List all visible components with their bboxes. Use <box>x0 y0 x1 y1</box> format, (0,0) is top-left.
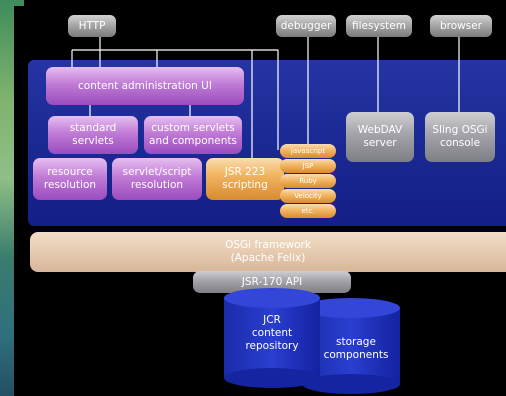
jsr223-line1: JSR 223 <box>224 166 266 178</box>
content-administration-ui-label: content administration UI <box>78 79 212 92</box>
sling-osgi-console-line1: Sling OSGi <box>432 124 488 136</box>
language-velocity: Velocity <box>280 189 336 203</box>
jcr-repository-label: JCR content repository <box>232 314 312 353</box>
standard-servlets-line2: servlets <box>72 135 114 147</box>
webdav-server-box: WebDAV server <box>346 112 414 162</box>
jsr170-api-box: JSR-170 API <box>193 271 351 293</box>
storage-line1: storage <box>336 336 376 348</box>
browser-tab: browser <box>430 15 492 37</box>
language-etc: etc. <box>280 204 336 218</box>
http-tab: HTTP <box>68 15 116 37</box>
servlet-script-resolution-line2: resolution <box>130 179 184 191</box>
resource-resolution-line2: resolution <box>43 179 97 191</box>
filesystem-tab: filesystem <box>346 15 412 37</box>
language-jsp: JSP <box>280 159 336 173</box>
servlet-script-resolution-box: servlet/script resolution <box>112 158 202 200</box>
http-label: HTTP <box>78 20 106 32</box>
jcr-line2: content <box>251 327 293 339</box>
storage-line2: components <box>323 349 389 361</box>
language-javascript: javascript <box>280 144 336 158</box>
webdav-line1: WebDAV <box>357 124 403 136</box>
osgi-framework-line2: (Apache Felix) <box>230 252 306 264</box>
osgi-framework-line1: OSGi framework <box>225 239 311 251</box>
standard-servlets-line1: standard <box>69 122 117 134</box>
content-administration-ui-box: content administration UI <box>46 67 244 105</box>
osgi-framework-bar: OSGi framework (Apache Felix) <box>30 232 506 272</box>
resource-resolution-box: resource resolution <box>33 158 107 200</box>
jcr-line1: JCR <box>263 314 281 326</box>
sling-osgi-console-line2: console <box>439 137 481 149</box>
jsr223-scripting-box: JSR 223 scripting <box>206 158 284 200</box>
resource-resolution-line1: resource <box>47 166 93 178</box>
jcr-line3: repository <box>245 340 299 352</box>
custom-servlets-line1: custom servlets <box>151 122 235 134</box>
jsr223-line2: scripting <box>222 179 268 191</box>
jcr-repository-cylinder <box>224 288 320 388</box>
custom-servlets-box: custom servlets and components <box>144 116 242 154</box>
jsr170-api-label: JSR-170 API <box>241 275 303 288</box>
custom-servlets-line2: and components <box>149 135 237 147</box>
webdav-line2: server <box>363 137 397 149</box>
debugger-tab: debugger <box>276 15 336 37</box>
language-ruby: Ruby <box>280 174 336 188</box>
storage-components-label: storage components <box>316 336 396 362</box>
standard-servlets-box: standard servlets <box>48 116 138 154</box>
servlet-script-resolution-line1: servlet/script <box>122 166 192 178</box>
filesystem-label: filesystem <box>352 20 406 32</box>
sling-osgi-console-box: Sling OSGi console <box>425 112 495 162</box>
browser-label: browser <box>439 20 482 32</box>
debugger-label: debugger <box>280 20 332 32</box>
